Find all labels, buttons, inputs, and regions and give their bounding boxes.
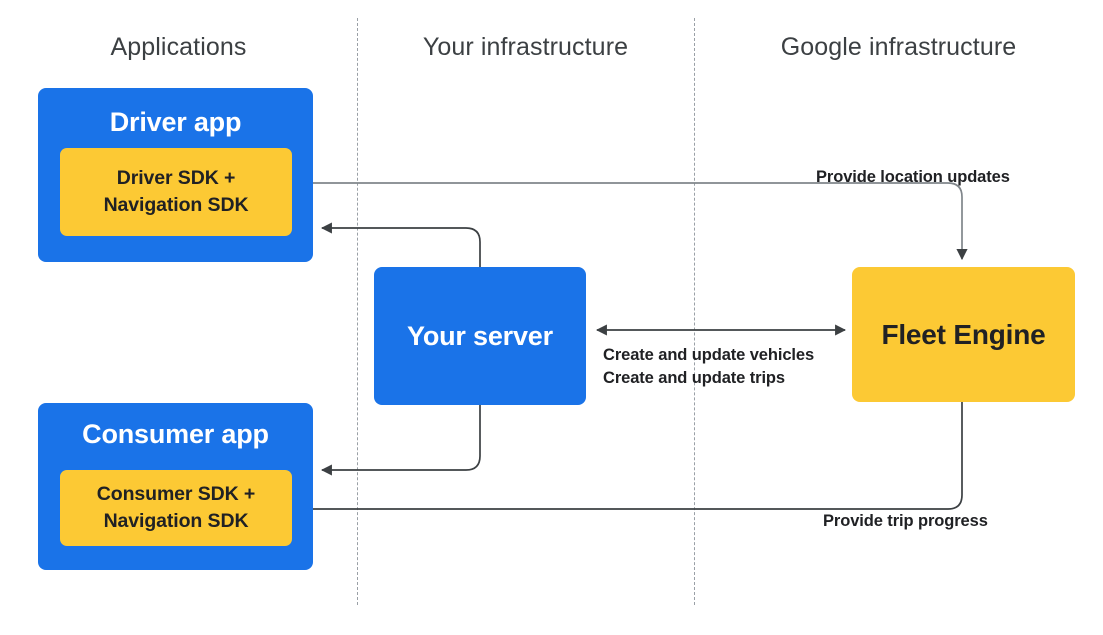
node-consumer-sdk[interactable]: Consumer SDK + Navigation SDK [60, 470, 292, 546]
column-divider-left [357, 18, 358, 605]
node-driver-sdk[interactable]: Driver SDK + Navigation SDK [60, 148, 292, 236]
node-your-server[interactable]: Your server [374, 267, 586, 405]
edge-label-provide-trip-progress: Provide trip progress [823, 512, 988, 530]
edge-label-create-and-update: Create and update vehicles Create and up… [603, 346, 815, 388]
node-consumer-sdk-label: Consumer SDK + Navigation SDK [96, 483, 256, 532]
edge-fleet-engine-to-consumer-sdk [299, 402, 963, 515]
node-consumer-app-label: Consumer app [82, 419, 269, 449]
column-header-your-infrastructure: Your infrastructure [422, 33, 629, 61]
column-divider-right [694, 18, 695, 605]
node-your-server-label: Your server [407, 320, 553, 351]
edge-label-provide-location-updates: Provide location updates [816, 168, 1010, 186]
edge-your-server-to-consumer-app [320, 405, 481, 476]
edge-driver-sdk-to-fleet-engine [292, 182, 968, 261]
node-fleet-engine[interactable]: Fleet Engine [852, 267, 1075, 402]
edge-your-server-to-driver-app [320, 222, 481, 267]
column-header-google-infrastructure: Google infrastructure [780, 33, 1017, 61]
node-driver-app-label: Driver app [109, 107, 242, 137]
column-header-applications: Applications [110, 33, 247, 61]
node-fleet-engine-label: Fleet Engine [881, 318, 1046, 350]
node-driver-sdk-label: Driver SDK + Navigation SDK [103, 167, 249, 216]
